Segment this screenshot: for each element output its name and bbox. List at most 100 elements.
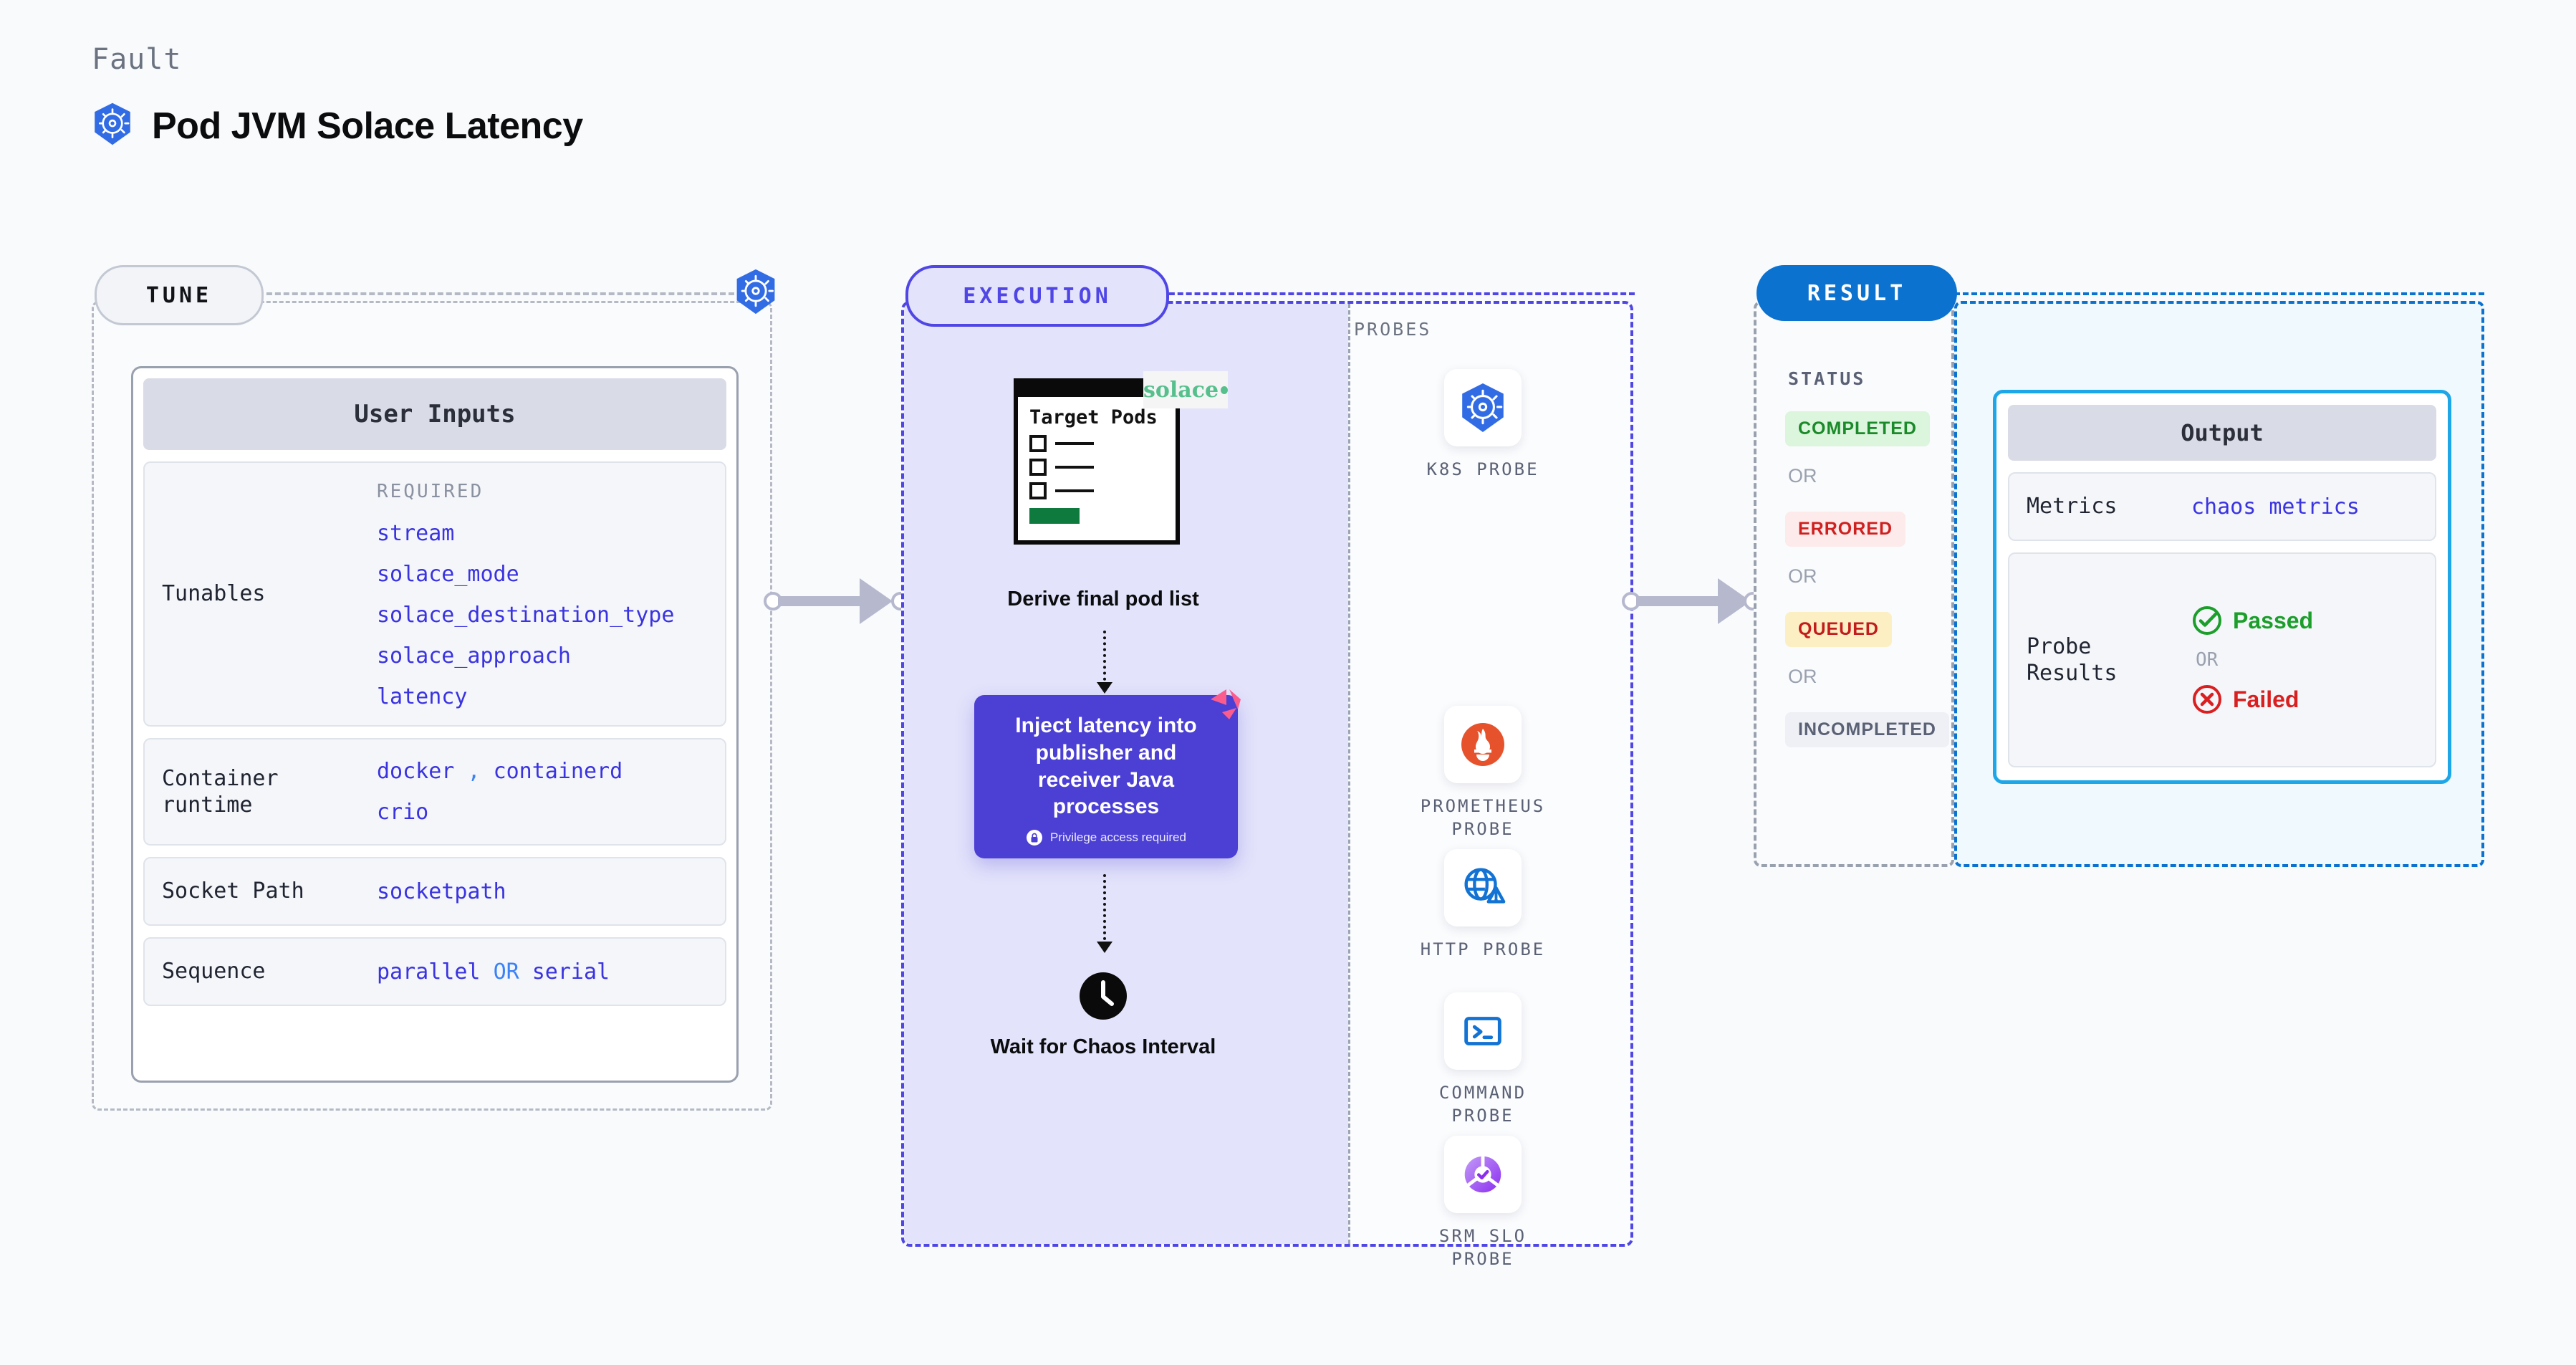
status-title: STATUS (1788, 368, 1866, 389)
flow-arrowhead (1097, 682, 1112, 694)
or-label: OR (1788, 465, 1817, 487)
srm-slo-icon (1444, 1136, 1522, 1213)
privilege-text: Privilege access required (1050, 830, 1186, 845)
sequence-value[interactable]: serial (532, 959, 610, 985)
connector-arrow (860, 578, 893, 624)
sequence-row: Sequence parallel OR serial (143, 937, 726, 1006)
clipboard-submit-button (1029, 508, 1080, 525)
metrics-value[interactable]: chaos metrics (2191, 494, 2360, 519)
kubernetes-icon (734, 268, 778, 319)
check-circle-icon (2193, 606, 2221, 635)
target-pods-card: Target Pods (1014, 378, 1180, 545)
metrics-row: Metrics chaos metrics (2008, 472, 2436, 541)
flow-connector (1103, 631, 1106, 686)
probe-label: HTTP PROBE (1420, 939, 1546, 959)
clipboard-row (1029, 435, 1164, 453)
socket-path-row: Socket Path socketpath (143, 857, 726, 926)
probe-label: COMMAND PROBE (1438, 1083, 1527, 1126)
probe-item-k8s[interactable]: K8S PROBE (1411, 369, 1554, 481)
x-circle-icon (2193, 685, 2221, 714)
tunable-value[interactable]: solace_mode (377, 562, 519, 588)
checkbox-icon (1029, 459, 1047, 476)
result-badge[interactable]: RESULT (1756, 265, 1957, 321)
socket-path-label: Socket Path (162, 878, 304, 904)
value-separator: , (467, 759, 481, 784)
failed-label: Failed (2233, 686, 2299, 712)
probe-label: K8S PROBE (1426, 459, 1539, 479)
user-inputs-card: User Inputs Tunables REQUIRED stream sol… (131, 366, 739, 1083)
status-badge-queued: QUEUED (1785, 612, 1892, 647)
placeholder-line (1055, 466, 1094, 469)
tunable-value[interactable]: solace_approach (377, 643, 571, 669)
socket-path-value[interactable]: socketpath (377, 878, 506, 904)
page-header: Fault Pod JVM Solace Latency (92, 43, 583, 150)
sequence-label: Sequence (162, 959, 266, 985)
probe-label: PROMETHEUS PROBE (1420, 796, 1546, 840)
output-card: Output Metrics chaos metrics Probe Resul… (1993, 390, 2451, 784)
tunables-values: stream solace_mode solace_destination_ty… (377, 513, 674, 717)
privilege-note: Privilege access required (996, 829, 1216, 846)
or-label: OR (1788, 565, 1817, 587)
tunable-value[interactable]: latency (377, 684, 468, 710)
execution-badge-connector (1160, 292, 1635, 295)
terminal-icon (1444, 992, 1522, 1070)
probe-item-command[interactable]: COMMAND PROBE (1411, 992, 1554, 1128)
passed-label: Passed (2233, 607, 2314, 633)
execution-divider (1348, 304, 1350, 1244)
derive-pod-list-label: Derive final pod list (1007, 588, 1199, 610)
connector-line (1636, 596, 1734, 606)
probe-result-passed: Passed (2191, 605, 2313, 636)
result-status-panel: STATUS COMPLETED OR ERRORED OR QUEUED OR… (1754, 301, 1954, 867)
output-title: Output (2008, 405, 2436, 461)
clipboard-row (1029, 459, 1164, 476)
checkbox-icon (1029, 435, 1047, 453)
runtime-value[interactable]: containerd (493, 759, 623, 784)
connector-line (778, 596, 875, 606)
probe-result-failed: Failed (2191, 684, 2313, 715)
metrics-label: Metrics (2027, 494, 2118, 519)
probe-item-prometheus[interactable]: PROMETHEUS PROBE (1411, 706, 1554, 841)
solace-dot-icon (1221, 385, 1228, 394)
or-label: OR (2196, 649, 2219, 671)
harness-chaos-icon (1205, 684, 1246, 729)
execution-badge[interactable]: EXECUTION (905, 265, 1169, 327)
tunable-value[interactable]: stream (377, 521, 455, 547)
probes-title: PROBES (1354, 319, 1432, 340)
tunable-value[interactable]: solace_destination_type (377, 603, 675, 628)
tune-badge[interactable]: TUNE (95, 265, 264, 325)
output-panel: Output Metrics chaos metrics Probe Resul… (1954, 301, 2484, 867)
kubernetes-icon (92, 102, 133, 150)
result-badge-connector (1954, 292, 2484, 295)
flow-connector (1103, 874, 1106, 946)
tune-badge-connector (258, 292, 734, 295)
probe-results-label: Probe Results (2027, 633, 2118, 686)
runtime-value[interactable]: docker (377, 759, 455, 784)
or-label: OR (1788, 666, 1817, 687)
inject-latency-card[interactable]: Inject latency into publisher and receiv… (974, 689, 1241, 858)
sequence-value[interactable]: parallel (377, 959, 481, 985)
placeholder-line (1055, 442, 1094, 446)
lock-icon (1027, 830, 1043, 846)
title-row: Pod JVM Solace Latency (92, 102, 583, 150)
status-badge-incompleted: INCOMPLETED (1785, 712, 1949, 747)
clipboard-row (1029, 482, 1164, 500)
clipboard-title: Target Pods (1029, 406, 1158, 428)
clock-icon (1078, 972, 1128, 1024)
placeholder-line (1055, 489, 1094, 493)
probe-item-http[interactable]: HTTP PROBE (1411, 849, 1554, 961)
runtime-value[interactable]: crio (377, 800, 429, 825)
prometheus-icon (1444, 706, 1522, 783)
tunables-label: Tunables (162, 581, 266, 607)
status-badge-completed: COMPLETED (1785, 411, 1930, 446)
solace-logo: solace (1143, 371, 1228, 408)
container-runtime-values: docker , containerd crio (377, 751, 623, 833)
kubernetes-icon (1444, 369, 1522, 446)
tune-panel: User Inputs Tunables REQUIRED stream sol… (92, 301, 772, 1111)
flow-arrowhead (1097, 942, 1112, 953)
status-badge-errored: ERRORED (1785, 512, 1906, 547)
wait-chaos-node: Wait for Chaos Interval (924, 971, 1282, 1060)
probe-results-row: Probe Results Passed OR Failed (2008, 552, 2436, 767)
container-runtime-row: Container runtime docker , containerd cr… (143, 738, 726, 846)
page-title: Pod JVM Solace Latency (152, 105, 583, 147)
probe-item-srm-slo[interactable]: SRM SLO PROBE (1411, 1136, 1554, 1271)
